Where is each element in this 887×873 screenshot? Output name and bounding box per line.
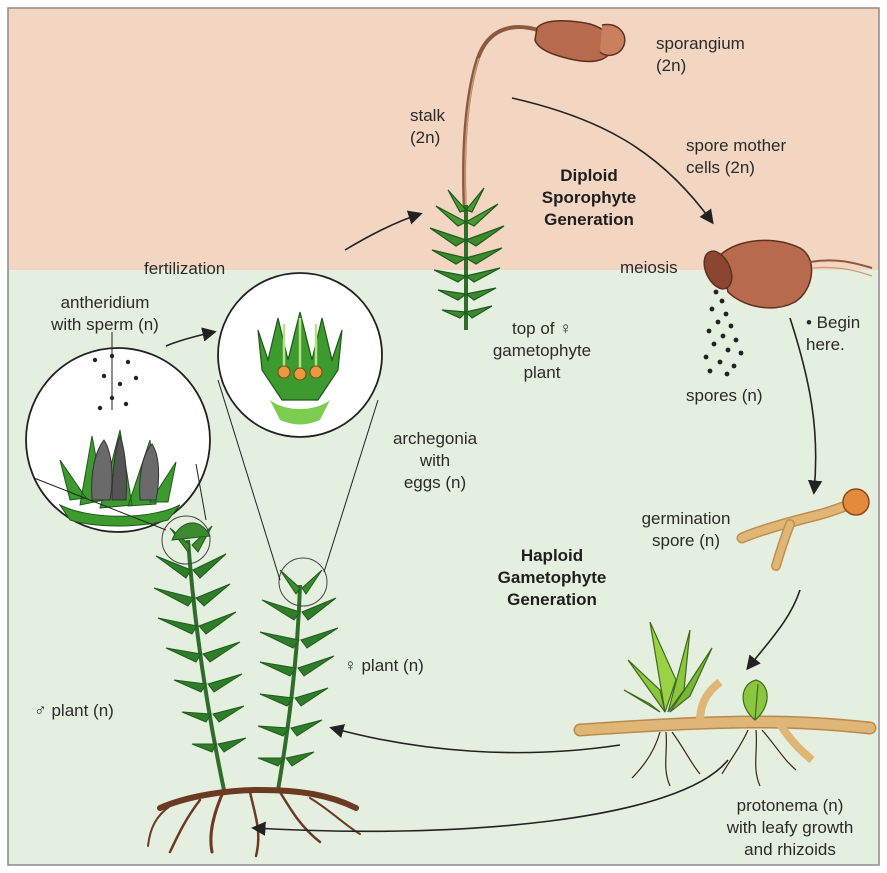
label-meiosis: meiosis: [620, 257, 678, 279]
label-fertilization: fertilization: [144, 258, 225, 280]
label-sporangium: sporangium (2n): [656, 33, 745, 77]
label-haploid-generation: Haploid Gametophyte Generation: [482, 545, 622, 611]
label-diploid-generation: Diploid Sporophyte Generation: [528, 165, 650, 231]
label-protonema: protonema (n) with leafy growth and rhiz…: [706, 795, 874, 861]
label-male-plant: ♂ plant (n): [34, 700, 114, 722]
label-germination: germination spore (n): [626, 508, 746, 552]
label-begin-here: • Begin here.: [806, 312, 860, 356]
label-archegonia: archegonia with eggs (n): [380, 428, 490, 494]
archegonia-zoom-circle: [218, 273, 382, 437]
label-top-female-gametophyte: top of ♀ gametophyte plant: [478, 318, 606, 384]
label-stalk: stalk (2n): [410, 105, 445, 149]
label-spore-mother-cells: spore mother cells (2n): [686, 135, 786, 179]
label-female-plant: ♀ plant (n): [344, 655, 424, 677]
label-spores: spores (n): [686, 385, 763, 407]
label-antheridium: antheridium with sperm (n): [30, 292, 180, 336]
